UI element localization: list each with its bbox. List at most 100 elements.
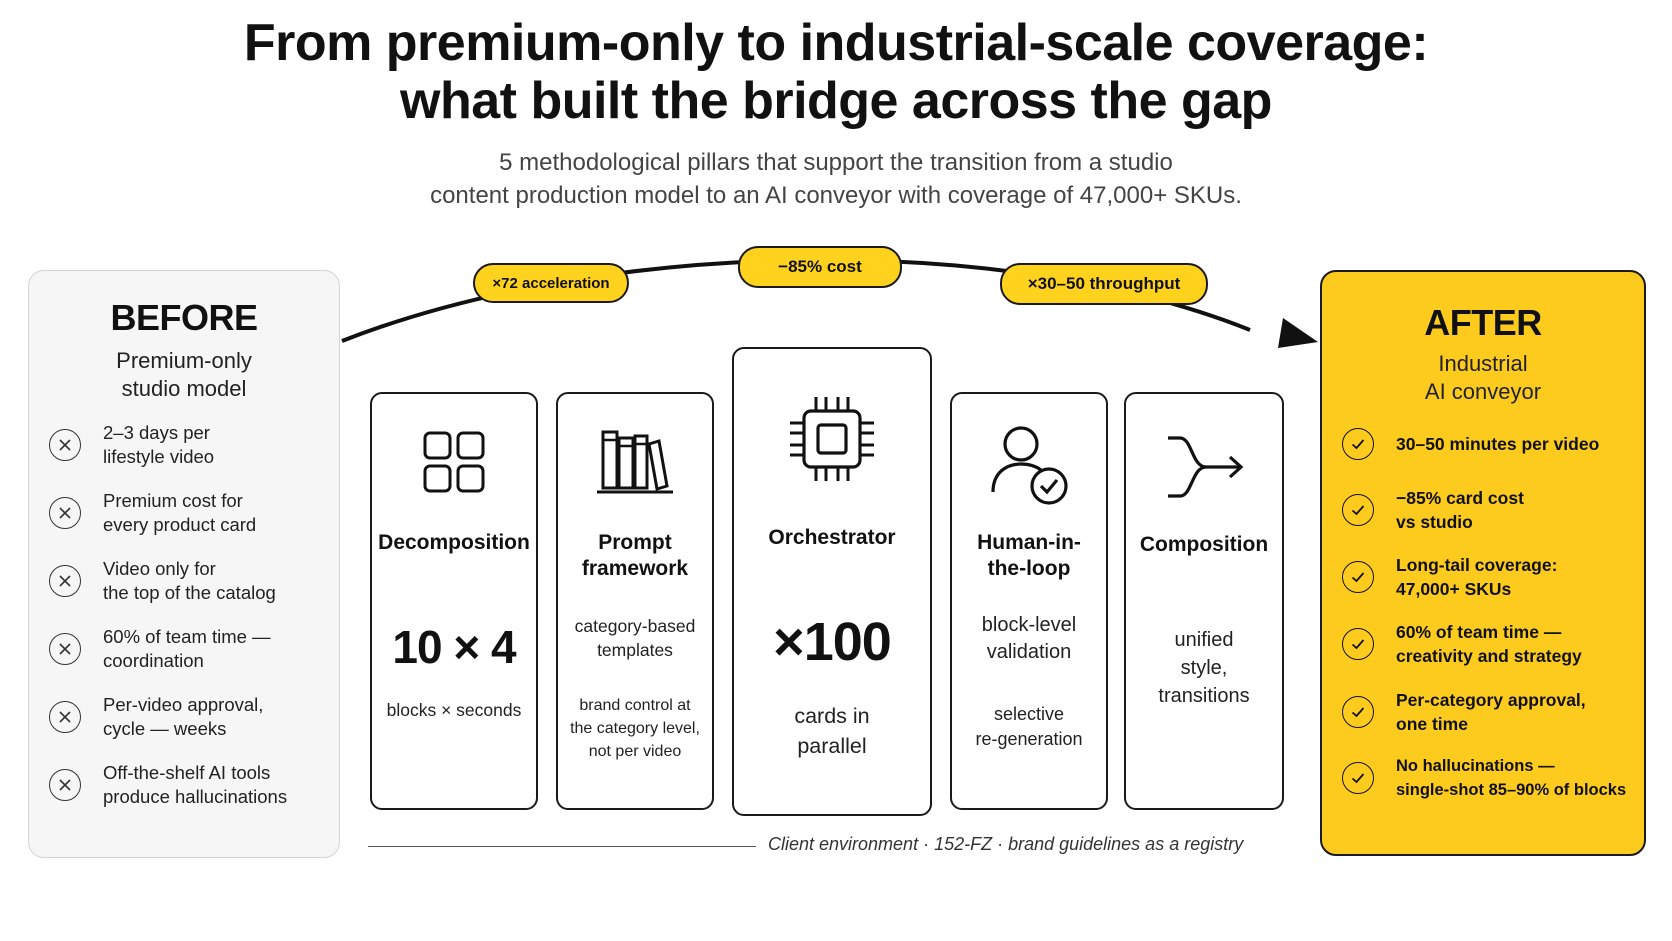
page-title: From premium-only to industrial-scale co… — [0, 14, 1672, 130]
after-item-line-1: −85% card cost — [1396, 488, 1524, 508]
pillar-prompt-framework: Prompt framework category-based template… — [556, 392, 714, 810]
before-item-text: Premium cost for every product card — [103, 489, 256, 537]
after-item-line-1: Long-tail coverage: — [1396, 555, 1558, 575]
before-item-text: 60% of team time — coordination — [103, 625, 271, 673]
pillar-note-line-1: brand control at — [579, 697, 691, 714]
after-item-line-1: No hallucinations — — [1396, 757, 1555, 775]
after-item: No hallucinations — single-shot 85–90% o… — [1342, 750, 1638, 806]
pillar-note-line-1: selective — [993, 704, 1065, 724]
after-item-line-2: one time — [1396, 714, 1468, 734]
before-subtitle: Premium-only studio model — [29, 347, 339, 403]
pill-acceleration: ×72 acceleration — [473, 263, 629, 303]
after-item: Long-tail coverage: 47,000+ SKUs — [1342, 549, 1638, 605]
subtitle-line-1: 5 methodological pillars that support th… — [499, 149, 1173, 176]
pillar-caption-line-1: category-based — [574, 616, 696, 636]
pillar-orchestrator: Orchestrator ×100 cards in parallel — [732, 347, 932, 816]
after-item-line-1: 60% of team time — — [1396, 622, 1562, 642]
pillar-caption-line-1: block-level — [981, 614, 1077, 636]
before-item: Video only for the top of the catalog — [49, 553, 333, 609]
pillar-caption-line-1: unified — [1174, 629, 1234, 651]
after-item-text: No hallucinations — single-shot 85–90% o… — [1396, 754, 1626, 802]
pillar-note: brand control at the category level, not… — [558, 694, 712, 763]
after-item-text: 60% of team time — creativity and strate… — [1396, 620, 1582, 668]
pillar-metric: 10 × 4 — [392, 621, 516, 673]
pillar-caption: blocks × seconds — [386, 700, 522, 720]
pillar-caption: block-level validation — [952, 612, 1106, 666]
pillar-title: Prompt framework — [558, 530, 712, 582]
pillar-decomposition: Decomposition 10 × 4 blocks × seconds — [370, 392, 538, 810]
after-item-line-1: 30–50 minutes per video — [1396, 434, 1600, 454]
page-subtitle: 5 methodological pillars that support th… — [0, 146, 1672, 212]
before-item-line-2: coordination — [103, 650, 204, 671]
pillar-caption-line-2: validation — [986, 641, 1072, 663]
after-item: 60% of team time — creativity and strate… — [1342, 616, 1638, 672]
check-circle-icon — [1342, 762, 1374, 794]
before-panel: BEFORE Premium-only studio model 2–3 day… — [28, 270, 340, 858]
x-circle-icon — [49, 701, 81, 733]
after-subtitle: Industrial AI conveyor — [1322, 350, 1644, 406]
books-icon — [558, 426, 712, 496]
pillar-caption-line-2: parallel — [797, 734, 867, 758]
x-circle-icon — [49, 633, 81, 665]
before-item-line-1: 60% of team time — — [103, 626, 271, 647]
before-item-line-2: cycle — weeks — [103, 718, 227, 739]
check-circle-icon — [1342, 696, 1374, 728]
pillar-note-line-3: not per video — [588, 743, 682, 760]
bridge-arrowhead — [1278, 318, 1318, 348]
footer-divider — [368, 846, 756, 847]
after-item-line-2: single-shot 85–90% of blocks — [1396, 781, 1627, 799]
pillar-title-line-1: Prompt — [598, 531, 672, 554]
after-subtitle-line-2: AI conveyor — [1424, 379, 1542, 404]
pillar-human-in-the-loop: Human-in- the-loop block-level validatio… — [950, 392, 1108, 810]
before-item-line-1: 2–3 days per — [103, 422, 210, 443]
pillar-composition: Composition unified style, transitions — [1124, 392, 1284, 810]
pillar-caption: cards in parallel — [734, 701, 930, 761]
before-item: 60% of team time — coordination — [49, 621, 333, 677]
after-item-line-1: Per-category approval, — [1396, 690, 1586, 710]
before-item: Per-video approval, cycle — weeks — [49, 689, 333, 745]
pillar-note: selective re-generation — [952, 702, 1106, 752]
after-subtitle-line-1: Industrial — [1438, 351, 1528, 376]
after-item: −85% card cost vs studio — [1342, 482, 1638, 538]
after-heading: AFTER — [1424, 302, 1542, 343]
x-circle-icon — [49, 769, 81, 801]
before-subtitle-line-2: studio model — [121, 376, 247, 401]
before-item-line-1: Per-video approval, — [103, 694, 264, 715]
pillar-caption-line-2: templates — [597, 640, 673, 660]
before-item: Off-the-shelf AI tools produce hallucina… — [49, 757, 333, 813]
after-item-line-2: 47,000+ SKUs — [1396, 579, 1512, 599]
user-check-icon — [952, 422, 1106, 506]
before-item-line-1: Video only for — [103, 558, 216, 579]
pillar-title: Orchestrator — [768, 526, 896, 549]
pillar-metric: ×100 — [773, 612, 892, 672]
x-circle-icon — [49, 565, 81, 597]
before-item-line-1: Premium cost for — [103, 490, 243, 511]
before-item: 2–3 days per lifestyle video — [49, 417, 333, 473]
after-item-line-2: creativity and strategy — [1396, 646, 1582, 666]
check-circle-icon — [1342, 628, 1374, 660]
grid-icon — [372, 430, 536, 494]
before-item-text: Video only for the top of the catalog — [103, 557, 276, 605]
pillar-caption: category-based templates — [558, 614, 712, 662]
before-heading: BEFORE — [110, 297, 258, 338]
x-circle-icon — [49, 429, 81, 461]
x-circle-icon — [49, 497, 81, 529]
pillar-caption: unified style, transitions — [1126, 626, 1282, 710]
pillar-caption-line-1: cards in — [794, 704, 870, 728]
check-circle-icon — [1342, 428, 1374, 460]
before-item-text: 2–3 days per lifestyle video — [103, 421, 214, 469]
title-line-2: what built the bridge across the gap — [400, 72, 1272, 130]
pillar-title: Decomposition — [378, 531, 530, 554]
after-item-text: −85% card cost vs studio — [1396, 486, 1524, 534]
before-item-text: Per-video approval, cycle — weeks — [103, 693, 263, 741]
after-item-line-2: vs studio — [1396, 512, 1473, 532]
pillar-title-line-2: framework — [581, 557, 689, 580]
before-item-text: Off-the-shelf AI tools produce hallucina… — [103, 761, 287, 809]
pillar-title-line-2: the-loop — [987, 557, 1071, 580]
after-item-text: Per-category approval, one time — [1396, 688, 1586, 736]
subtitle-line-2: content production model to an AI convey… — [430, 182, 1242, 209]
after-item: 30–50 minutes per video — [1342, 416, 1638, 472]
merge-arrow-icon — [1126, 434, 1282, 500]
before-subtitle-line-1: Premium-only — [116, 348, 252, 373]
pillar-title-line-1: Human-in- — [977, 531, 1081, 554]
